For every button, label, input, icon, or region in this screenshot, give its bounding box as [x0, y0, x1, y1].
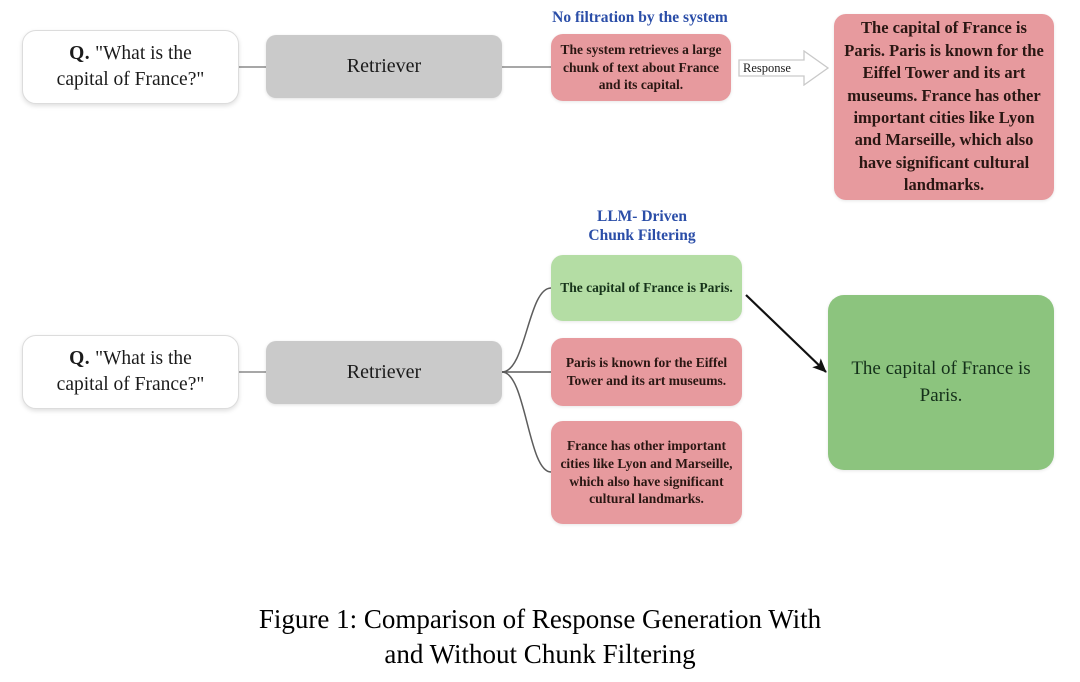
answer-box-filtered[interactable]: The capital of France is Paris. [828, 295, 1054, 470]
response-arrow-label: Response [743, 60, 791, 75]
question-body-top: "What is the capital of France?" [56, 42, 205, 90]
chunk-box-filtered-2[interactable]: France has other important cities like L… [551, 421, 742, 524]
annotation-no-filtration: No filtration by the system [552, 9, 728, 26]
figure-caption: Figure 1: Comparison of Response Generat… [258, 604, 822, 669]
wire-retriever2-chunk3 [501, 371, 552, 473]
retriever-label-top: Retriever [346, 55, 422, 77]
question-box-top[interactable]: Q. "What is the capital of France?" [22, 30, 239, 104]
answer-text-unfiltered: The capital of France is Paris. Paris is… [844, 18, 1044, 195]
chunk-text-kept: The capital of France is Paris. [560, 280, 733, 296]
chunk-text-filtered-2: France has other important cities like L… [560, 437, 733, 507]
question-prefix-top: Q. [69, 42, 91, 64]
chunk-box-top-unfiltered[interactable]: The system retrieves a large chunk of te… [551, 34, 731, 101]
wire-retriever2-chunk1 [501, 287, 552, 373]
retriever-box-top[interactable]: Retriever [266, 35, 502, 98]
chunk-box-kept[interactable]: The capital of France is Paris. [551, 255, 742, 321]
retriever-box-bottom[interactable]: Retriever [266, 341, 502, 404]
answer-text-filtered: The capital of France is Paris. [851, 357, 1031, 406]
question-text-top: Q. "What is the capital of France?" [23, 41, 238, 93]
chunk-box-filtered-1[interactable]: Paris is known for the Eiffel Tower and … [551, 338, 742, 406]
question-prefix-bottom: Q. [69, 347, 91, 369]
question-text-bottom: Q. "What is the capital of France?" [23, 346, 238, 398]
wire-chunk1-final-answer [745, 294, 827, 373]
question-box-bottom[interactable]: Q. "What is the capital of France?" [22, 335, 239, 409]
retriever-label-bottom: Retriever [346, 361, 422, 383]
chunk-text-top: The system retrieves a large chunk of te… [560, 41, 722, 93]
question-body-bottom: "What is the capital of France?" [56, 347, 205, 395]
annotation-llm-driven-chunk-filtering: LLM- Driven Chunk Filtering [588, 208, 696, 245]
response-arrow-shape [738, 50, 830, 86]
answer-box-unfiltered[interactable]: The capital of France is Paris. Paris is… [834, 14, 1054, 200]
response-connector-arrow: Response [738, 50, 830, 86]
chunk-text-filtered-1: Paris is known for the Eiffel Tower and … [565, 355, 728, 388]
